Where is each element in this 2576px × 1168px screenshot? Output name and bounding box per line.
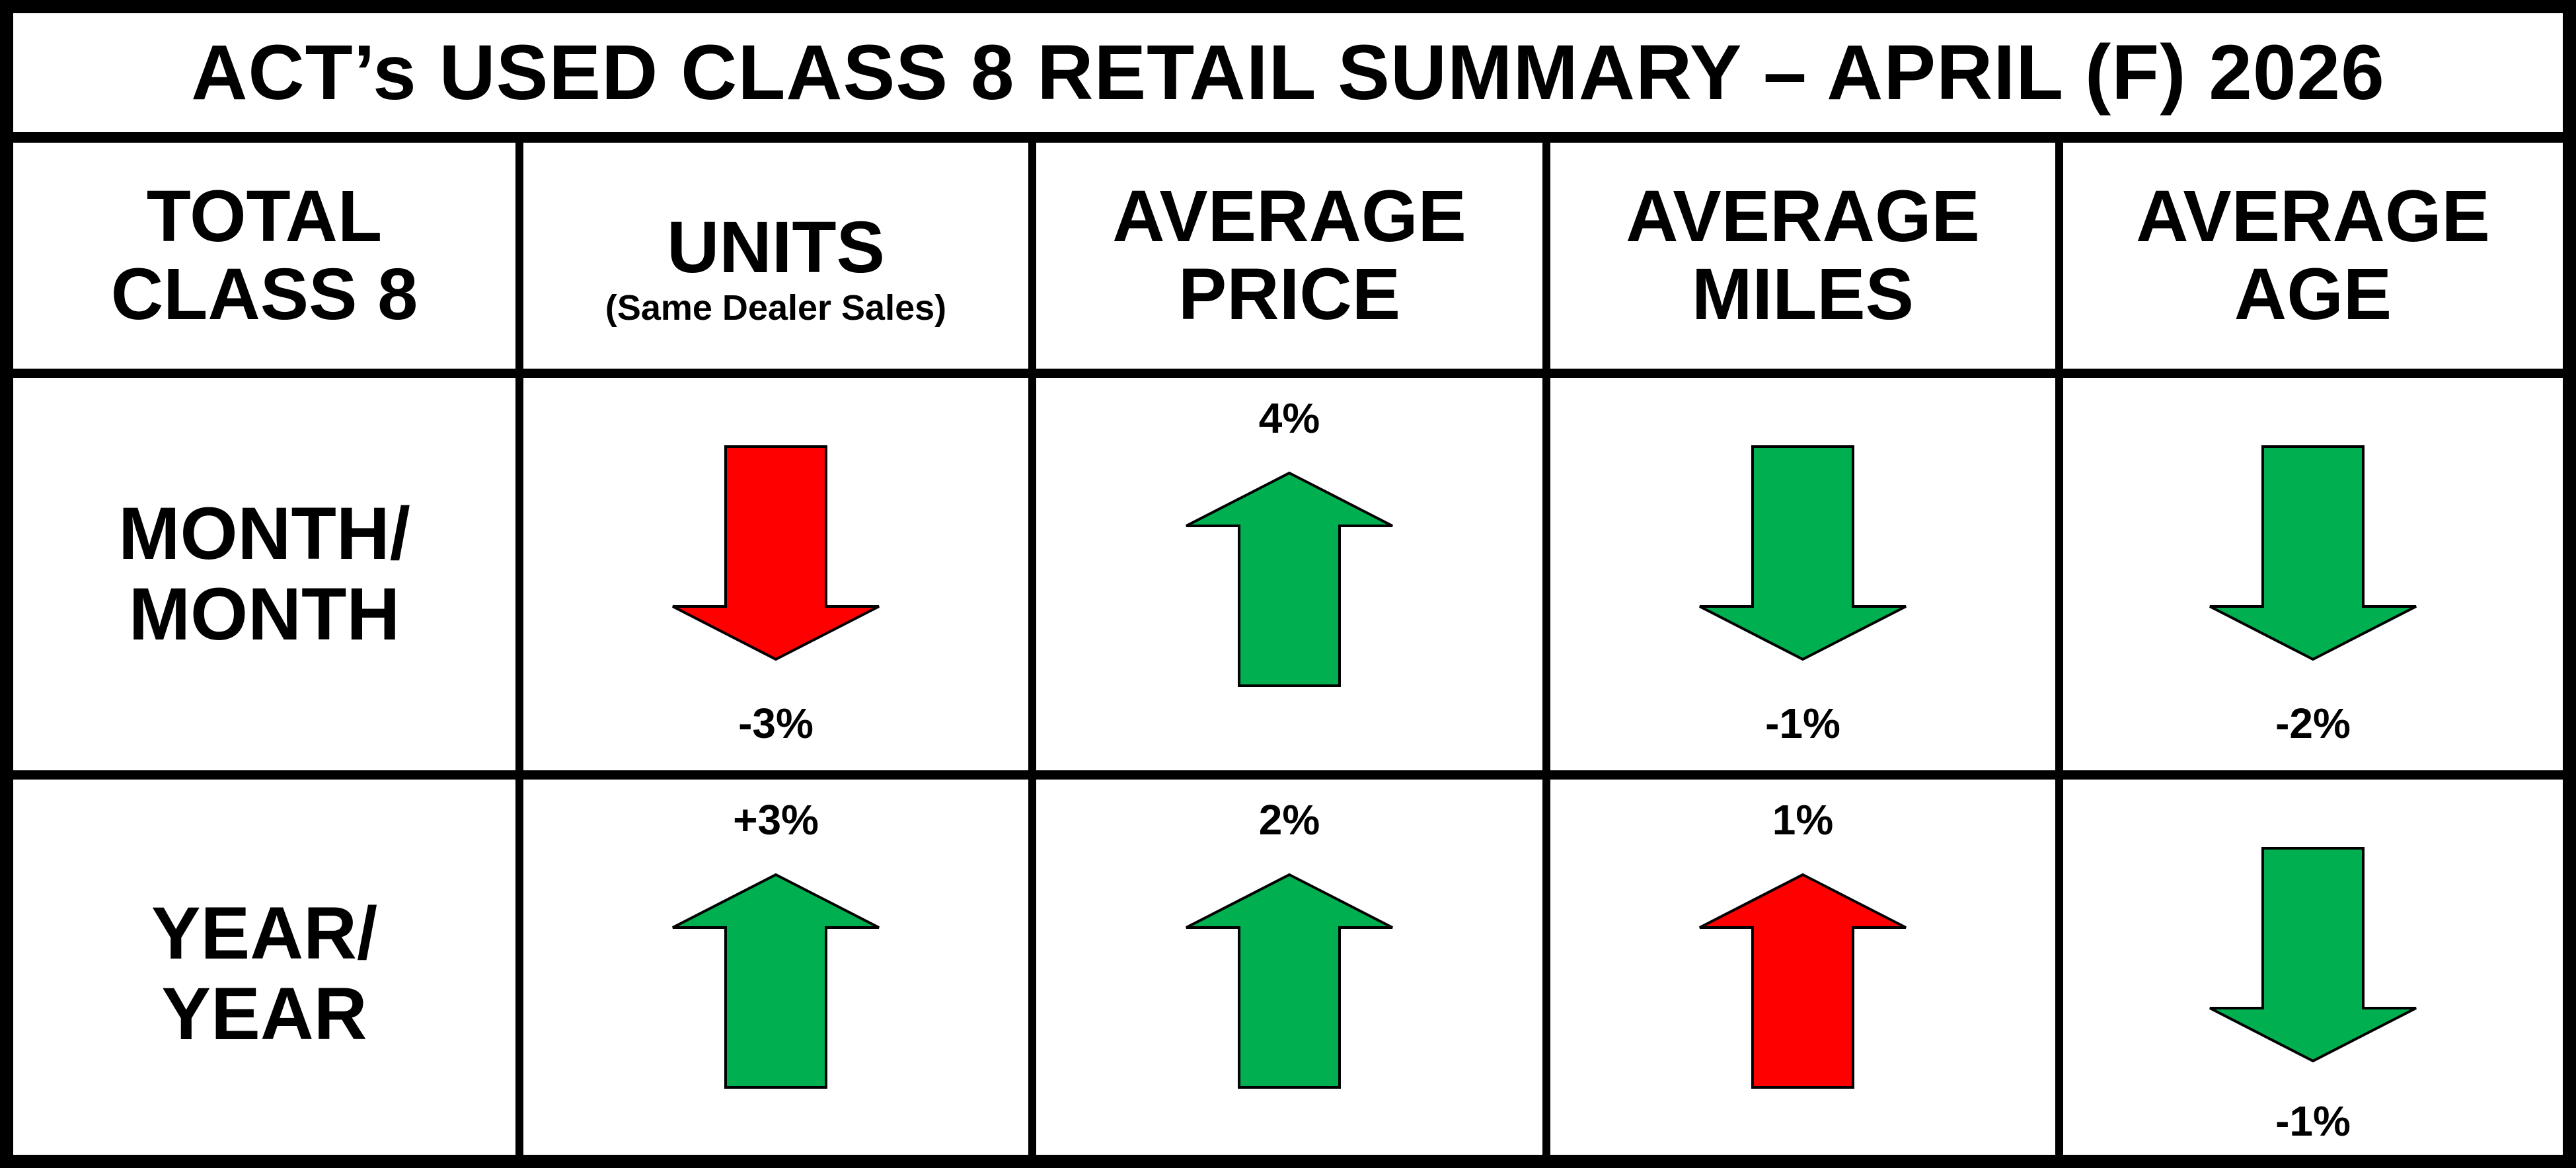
- arrow-shape: [2209, 445, 2417, 661]
- row-divider: [13, 770, 2563, 780]
- percent-change-label: 1%: [1772, 796, 1834, 844]
- page-title: ACT’s USED CLASS 8 RETAIL SUMMARY – APRI…: [191, 29, 2385, 116]
- data-cell: 2%: [1036, 780, 1542, 1168]
- data-cell: -1%: [2063, 780, 2563, 1168]
- arrow-shape: [1699, 445, 1907, 661]
- arrow-down-icon: [2209, 847, 2417, 1063]
- header-age-line1: AVERAGE: [2136, 176, 2490, 257]
- arrow-shape: [1186, 873, 1393, 1089]
- arrow-down-icon: [672, 445, 880, 661]
- arrow-shape: [1699, 873, 1907, 1089]
- title-divider: [13, 132, 2563, 143]
- arrow-up-icon: [1186, 873, 1393, 1089]
- header-miles-line1: AVERAGE: [1626, 176, 1980, 257]
- data-cell: -3%: [523, 378, 1028, 770]
- header-corner-line1: TOTAL: [146, 176, 383, 257]
- arrow-up-icon: [1186, 471, 1393, 687]
- percent-change-label: +3%: [733, 796, 819, 844]
- header-price-line2: PRICE: [1178, 254, 1401, 335]
- row-label-month: MONTH/MONTH: [13, 378, 515, 770]
- arrow-up-icon: [1699, 873, 1907, 1089]
- data-cell: 1%: [1550, 780, 2055, 1168]
- data-cell: -1%: [1550, 378, 2055, 770]
- percent-change-label: -2%: [2275, 700, 2351, 747]
- column-divider: [2055, 143, 2063, 1168]
- header-price-line1: AVERAGE: [1112, 176, 1466, 257]
- data-cell: +3%: [523, 780, 1028, 1168]
- arrow-shape: [2209, 847, 2417, 1063]
- arrow-down-icon: [1699, 445, 1907, 661]
- row-label-year-line1: YEAR/: [151, 892, 378, 974]
- percent-change-label: -1%: [1765, 700, 1840, 747]
- header-units: UNITS(Same Dealer Sales): [523, 143, 1028, 369]
- row-label-year-line2: YEAR: [161, 972, 367, 1055]
- arrow-shape: [672, 873, 880, 1089]
- arrow-up-icon: [672, 873, 880, 1089]
- data-cell: 4%: [1036, 378, 1542, 770]
- percent-change-label: -3%: [738, 700, 814, 747]
- arrow-down-icon: [2209, 445, 2417, 661]
- column-divider: [1028, 143, 1036, 1168]
- percent-change-label: -1%: [2275, 1097, 2351, 1145]
- row-label-month-line1: MONTH/: [118, 492, 410, 575]
- header-units-sublabel: (Same Dealer Sales): [605, 288, 947, 328]
- header-units-label: UNITS: [666, 207, 885, 288]
- row-label-year: YEAR/YEAR: [13, 780, 515, 1168]
- header-divider: [13, 369, 2563, 378]
- arrow-shape: [672, 445, 880, 661]
- header-age-line2: AGE: [2234, 254, 2392, 335]
- arrow-shape: [1186, 471, 1393, 687]
- data-cell: -2%: [2063, 378, 2563, 770]
- header-corner-line2: CLASS 8: [110, 254, 418, 335]
- row-label-month-line2: MONTH: [128, 573, 400, 655]
- percent-change-label: 4%: [1258, 394, 1320, 442]
- percent-change-label: 2%: [1258, 796, 1320, 844]
- header-miles-line2: MILES: [1691, 254, 1914, 335]
- column-divider: [1542, 143, 1550, 1168]
- column-divider: [515, 143, 523, 1168]
